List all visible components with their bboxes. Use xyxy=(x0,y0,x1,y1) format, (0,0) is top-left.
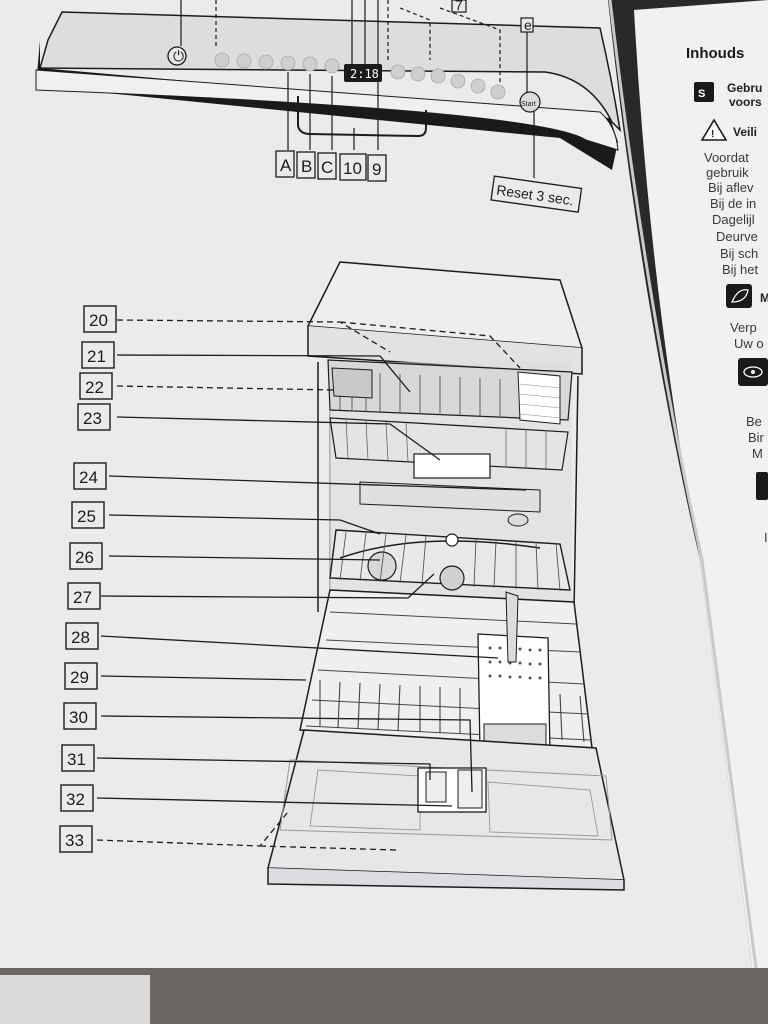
callout-20: 20 xyxy=(83,305,117,333)
callout-33: 33 xyxy=(59,825,93,853)
power-button[interactable] xyxy=(167,46,187,66)
svg-text:B: B xyxy=(301,157,312,176)
panel-label-C: C xyxy=(317,152,337,180)
svg-text:25: 25 xyxy=(77,507,96,526)
svg-text:27: 27 xyxy=(73,588,92,607)
svg-text:Bir: Bir xyxy=(748,430,765,445)
svg-text:10: 10 xyxy=(343,159,362,178)
svg-text:9: 9 xyxy=(372,160,381,179)
start-label: Start xyxy=(521,101,536,108)
toc-title: Inhouds xyxy=(686,45,744,62)
callout-31: 31 xyxy=(61,744,95,772)
panel-label-A: A xyxy=(275,150,295,178)
panel-label-10: 10 xyxy=(339,153,367,181)
callout-32: 32 xyxy=(60,784,94,812)
svg-text:Deurve: Deurve xyxy=(716,229,758,244)
svg-text:Gebru: Gebru xyxy=(727,81,762,95)
time-display xyxy=(344,64,382,82)
dishwasher-illustration xyxy=(267,261,625,891)
svg-text:Verp: Verp xyxy=(730,320,757,335)
svg-text:33: 33 xyxy=(65,831,84,850)
svg-text:C: C xyxy=(321,158,333,177)
right-page-contents: Inhouds S Gebru voors ! Veili Voordat ge… xyxy=(686,45,768,545)
svg-text:26: 26 xyxy=(75,548,94,567)
svg-text:22: 22 xyxy=(85,378,104,397)
svg-text:28: 28 xyxy=(71,628,90,647)
callout-21: 21 xyxy=(81,341,115,369)
svg-text:Bij aflev: Bij aflev xyxy=(708,180,754,195)
svg-text:Bij het: Bij het xyxy=(722,262,759,277)
callout-29: 29 xyxy=(64,662,98,690)
callout-28: 28 xyxy=(65,622,99,650)
svg-text:32: 32 xyxy=(66,790,85,809)
callout-30: 30 xyxy=(63,702,97,730)
power-icon: ⏻ xyxy=(173,48,184,64)
callout-25: 25 xyxy=(71,501,105,529)
control-panel: ⏻ 2:18 7 e Start xyxy=(35,0,622,178)
callout-leaders xyxy=(96,319,527,851)
svg-text:Bij sch: Bij sch xyxy=(720,246,758,261)
svg-text:A: A xyxy=(280,156,292,175)
svg-text:I: I xyxy=(764,530,768,545)
callout-22: 22 xyxy=(79,372,113,400)
panel-label-B: B xyxy=(296,151,316,179)
callout-24: 24 xyxy=(73,462,107,490)
svg-text:Bij de in: Bij de in xyxy=(710,196,756,211)
start-button[interactable] xyxy=(519,91,541,113)
svg-text:gebruik: gebruik xyxy=(706,165,749,180)
svg-text:31: 31 xyxy=(67,750,86,769)
svg-text:Voordat: Voordat xyxy=(704,150,749,165)
svg-text:S: S xyxy=(698,88,705,100)
dishwasher-s-icon xyxy=(694,82,714,102)
svg-text:Uw o: Uw o xyxy=(734,336,764,351)
callout-26: 26 xyxy=(69,542,103,570)
warning-triangle-icon xyxy=(700,118,728,141)
program-buttons[interactable] xyxy=(214,52,506,100)
svg-text:M: M xyxy=(752,446,763,461)
svg-text:23: 23 xyxy=(83,409,102,428)
svg-text:21: 21 xyxy=(87,347,106,366)
svg-text:24: 24 xyxy=(79,468,98,487)
callout-27: 27 xyxy=(67,582,101,610)
svg-text:20: 20 xyxy=(89,311,108,330)
display-time: 2:18 xyxy=(350,67,379,81)
svg-text:30: 30 xyxy=(69,708,88,727)
small-icon-label: e xyxy=(524,17,532,33)
svg-text:Veili: Veili xyxy=(733,125,757,139)
leaf-icon xyxy=(726,284,752,308)
right-page xyxy=(634,0,768,968)
svg-text:Dagelijl: Dagelijl xyxy=(712,212,755,227)
svg-text:Be: Be xyxy=(746,414,762,429)
svg-text:!: ! xyxy=(711,129,714,140)
svg-text:voors: voors xyxy=(729,95,762,109)
reset-label: Reset 3 sec. xyxy=(490,175,583,213)
panel-label-9: 9 xyxy=(367,154,387,182)
tool-icon xyxy=(756,472,768,500)
svg-text:29: 29 xyxy=(70,668,89,687)
top-marker: 7 xyxy=(455,0,463,13)
svg-text:M: M xyxy=(760,291,768,305)
callout-23: 23 xyxy=(77,403,111,431)
